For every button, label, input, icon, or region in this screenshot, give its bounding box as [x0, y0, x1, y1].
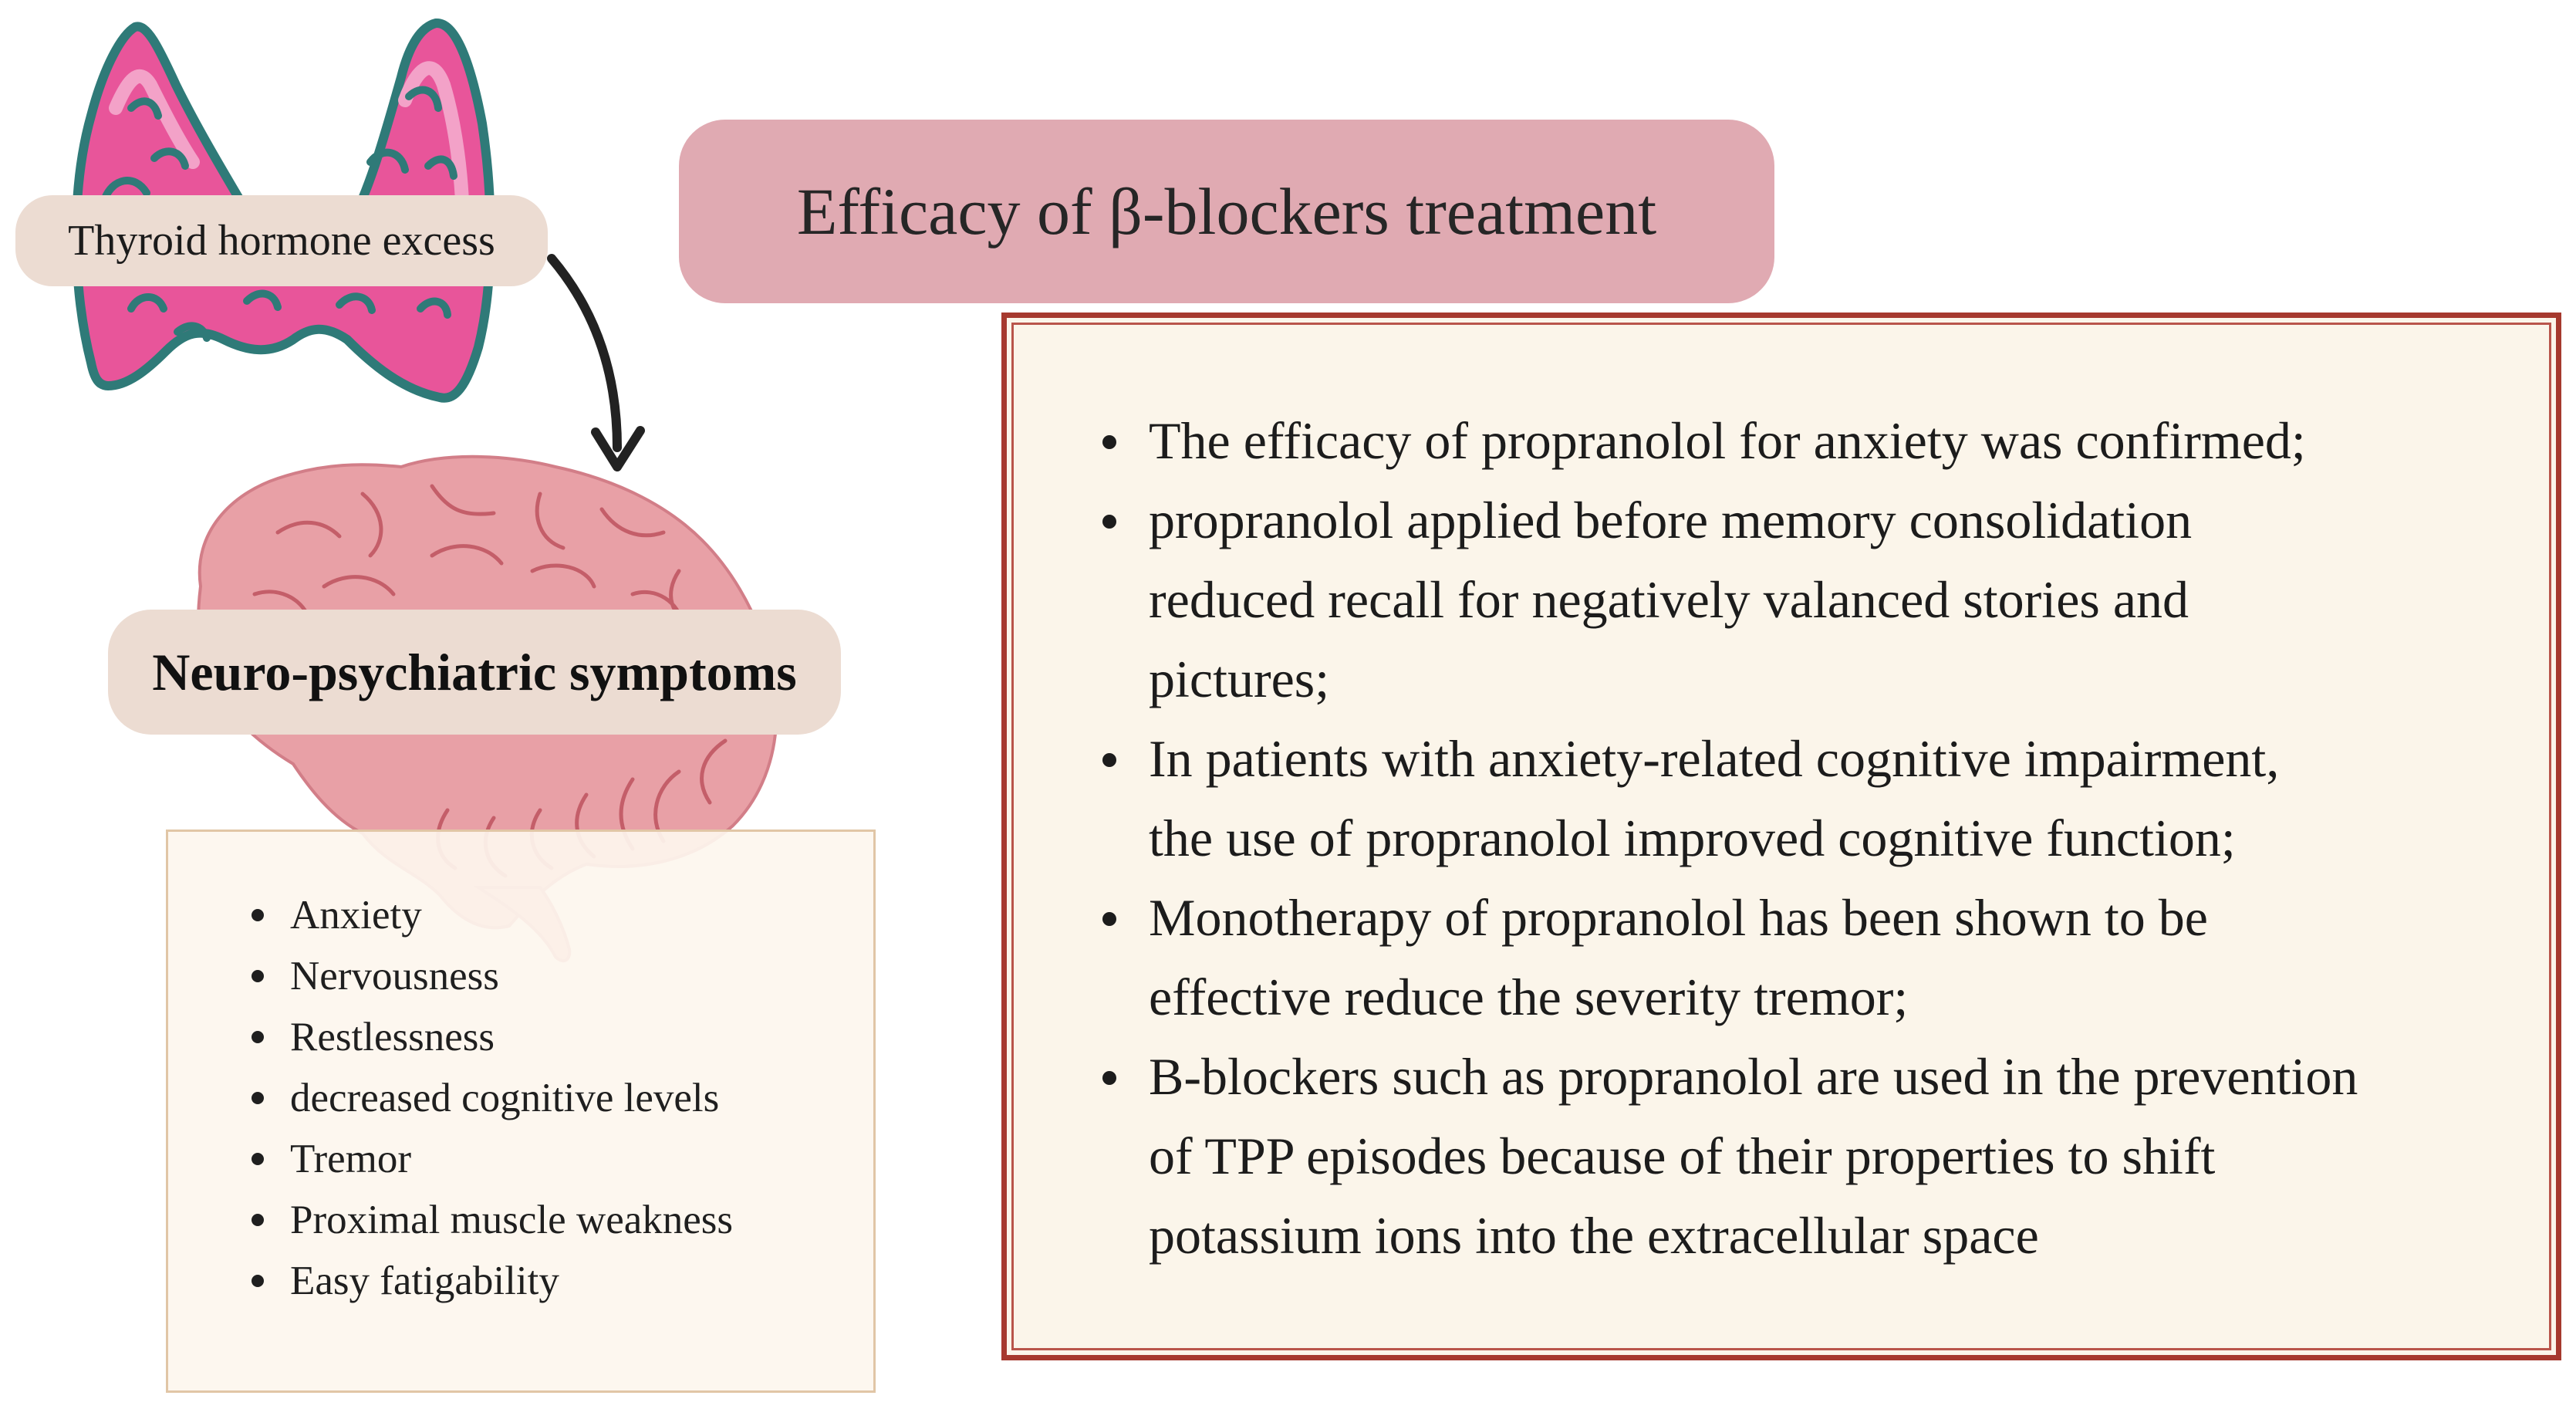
- efficacy-point: B-blockers such as propranolol are used …: [1098, 1037, 2541, 1276]
- symptom-text: Tremor: [290, 1137, 412, 1181]
- symptom-text: decreased cognitive levels: [290, 1076, 720, 1120]
- efficacy-line: reduced recall for negatively valanced s…: [1149, 570, 2189, 629]
- thyroid-gland-icon: [71, 19, 495, 403]
- efficacy-point: In patients with anxiety-related cogniti…: [1098, 719, 2541, 878]
- bullet-icon: [1102, 515, 1116, 529]
- efficacy-point: propranolol applied before memory consol…: [1098, 481, 2541, 719]
- efficacy-line: Monotherapy of propranolol has been show…: [1149, 888, 2208, 947]
- bullet-icon: [1102, 1071, 1116, 1085]
- symptom-text: Restlessness: [290, 1015, 495, 1059]
- bullet-icon: [1102, 753, 1116, 767]
- symptom-item: Easy fatigability: [252, 1258, 733, 1319]
- efficacy-line: propranolol applied before memory consol…: [1149, 491, 2193, 549]
- bullet-icon: [252, 970, 264, 982]
- page-title: Efficacy of β-blockers treatment: [796, 174, 1657, 248]
- efficacy-line: B-blockers such as propranolol are used …: [1149, 1047, 2358, 1106]
- symptom-item: Restlessness: [252, 1014, 733, 1075]
- symptoms-list: Anxiety Nervousness Restlessness decreas…: [252, 892, 733, 1319]
- symptom-item: decreased cognitive levels: [252, 1075, 733, 1136]
- symptom-item: Nervousness: [252, 953, 733, 1014]
- symptom-text: Nervousness: [290, 954, 499, 998]
- thyroid-hormone-text: Thyroid hormone excess: [68, 217, 495, 265]
- bullet-icon: [252, 1214, 264, 1226]
- bullet-icon: [1102, 435, 1116, 449]
- bullet-icon: [252, 1031, 264, 1043]
- symptom-text: Easy fatigability: [290, 1259, 559, 1303]
- symptom-item: Proximal muscle weakness: [252, 1197, 733, 1258]
- bullet-icon: [252, 909, 264, 921]
- bullet-icon: [252, 1275, 264, 1287]
- title-pill: Efficacy of β-blockers treatment: [679, 120, 1774, 303]
- efficacy-line: pictures;: [1149, 650, 1330, 708]
- efficacy-line: The efficacy of propranolol for anxiety …: [1149, 411, 2306, 470]
- efficacy-line: effective reduce the severity tremor;: [1149, 968, 1909, 1026]
- efficacy-line: In patients with anxiety-related cogniti…: [1149, 729, 2280, 788]
- bullet-icon: [1102, 912, 1116, 926]
- symptom-item: Anxiety: [252, 892, 733, 953]
- efficacy-point: Monotherapy of propranolol has been show…: [1098, 878, 2541, 1037]
- thyroid-hormone-label: Thyroid hormone excess: [15, 195, 548, 286]
- efficacy-list: The efficacy of propranolol for anxiety …: [1098, 401, 2541, 1276]
- neuro-psychiatric-label: Neuro-psychiatric symptoms: [108, 610, 841, 735]
- efficacy-line: potassium ions into the extracellular sp…: [1149, 1206, 2039, 1265]
- efficacy-line: the use of propranolol improved cognitiv…: [1149, 809, 2236, 867]
- neuro-psychiatric-text: Neuro-psychiatric symptoms: [152, 642, 797, 701]
- efficacy-line: of TPP episodes because of their propert…: [1149, 1127, 2216, 1185]
- arrow-down-icon: [547, 254, 645, 471]
- bullet-icon: [252, 1092, 264, 1104]
- bullet-icon: [252, 1153, 264, 1165]
- symptom-item: Tremor: [252, 1136, 733, 1197]
- symptoms-box: Anxiety Nervousness Restlessness decreas…: [166, 830, 876, 1393]
- efficacy-box: The efficacy of propranolol for anxiety …: [1001, 313, 2561, 1360]
- efficacy-point: The efficacy of propranolol for anxiety …: [1098, 401, 2541, 481]
- symptom-text: Proximal muscle weakness: [290, 1198, 734, 1242]
- symptom-text: Anxiety: [290, 893, 422, 938]
